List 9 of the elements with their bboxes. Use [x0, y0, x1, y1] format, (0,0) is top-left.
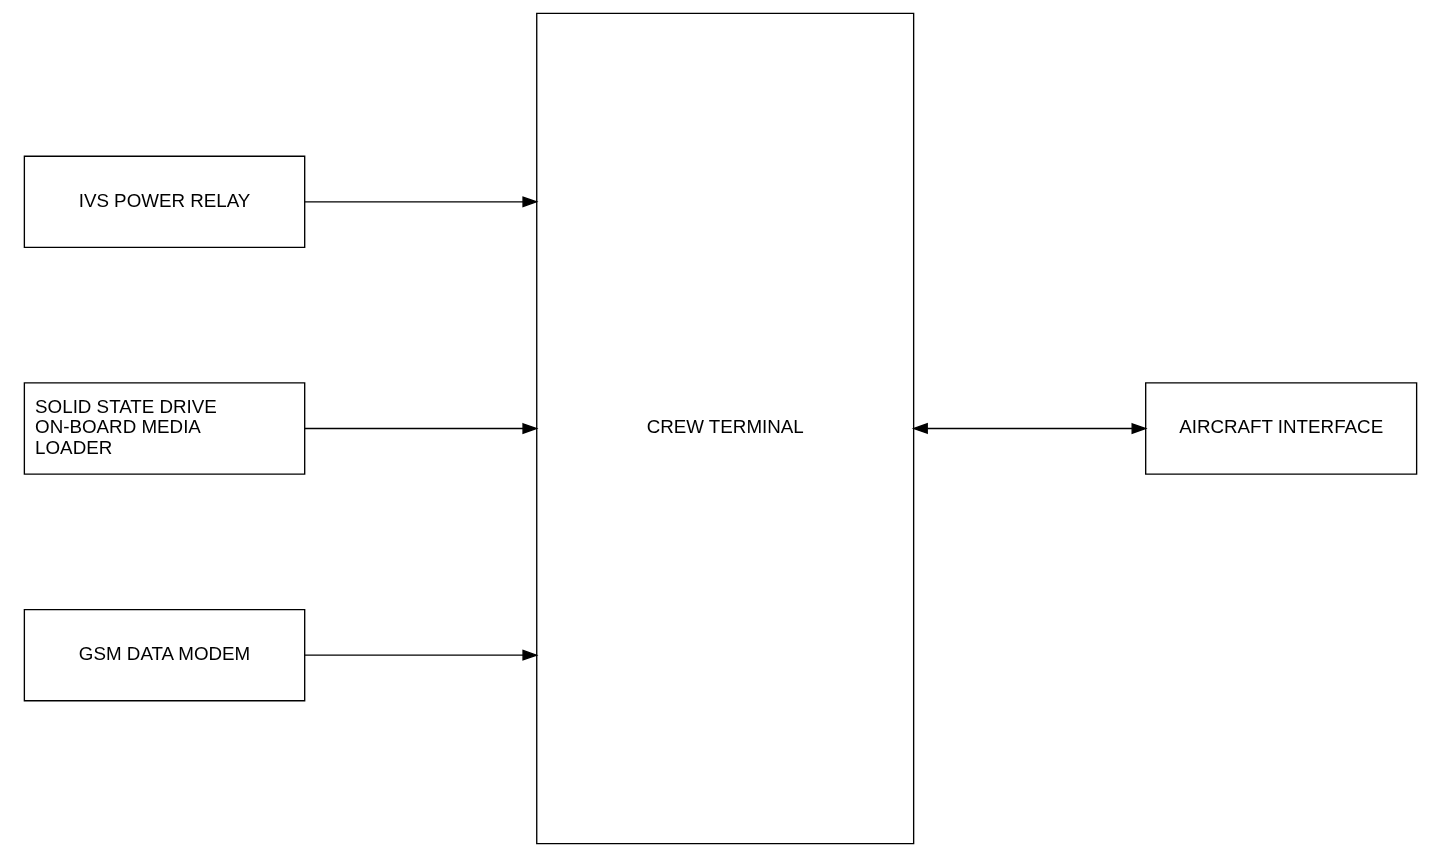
arrow	[303, 422, 538, 435]
node-box: AIRCRAFT INTERFACE	[1144, 382, 1417, 475]
node-box: IVS POWER RELAY	[23, 155, 305, 249]
arrow	[303, 196, 538, 208]
arrow	[303, 649, 538, 661]
node-box: CREW TERMINAL	[535, 12, 914, 845]
node-box: SOLID STATE DRIVE ON-BOARD MEDIA LOADER	[23, 382, 305, 475]
node-box: GSM DATA MODEM	[23, 608, 305, 702]
arrow	[911, 422, 1148, 435]
